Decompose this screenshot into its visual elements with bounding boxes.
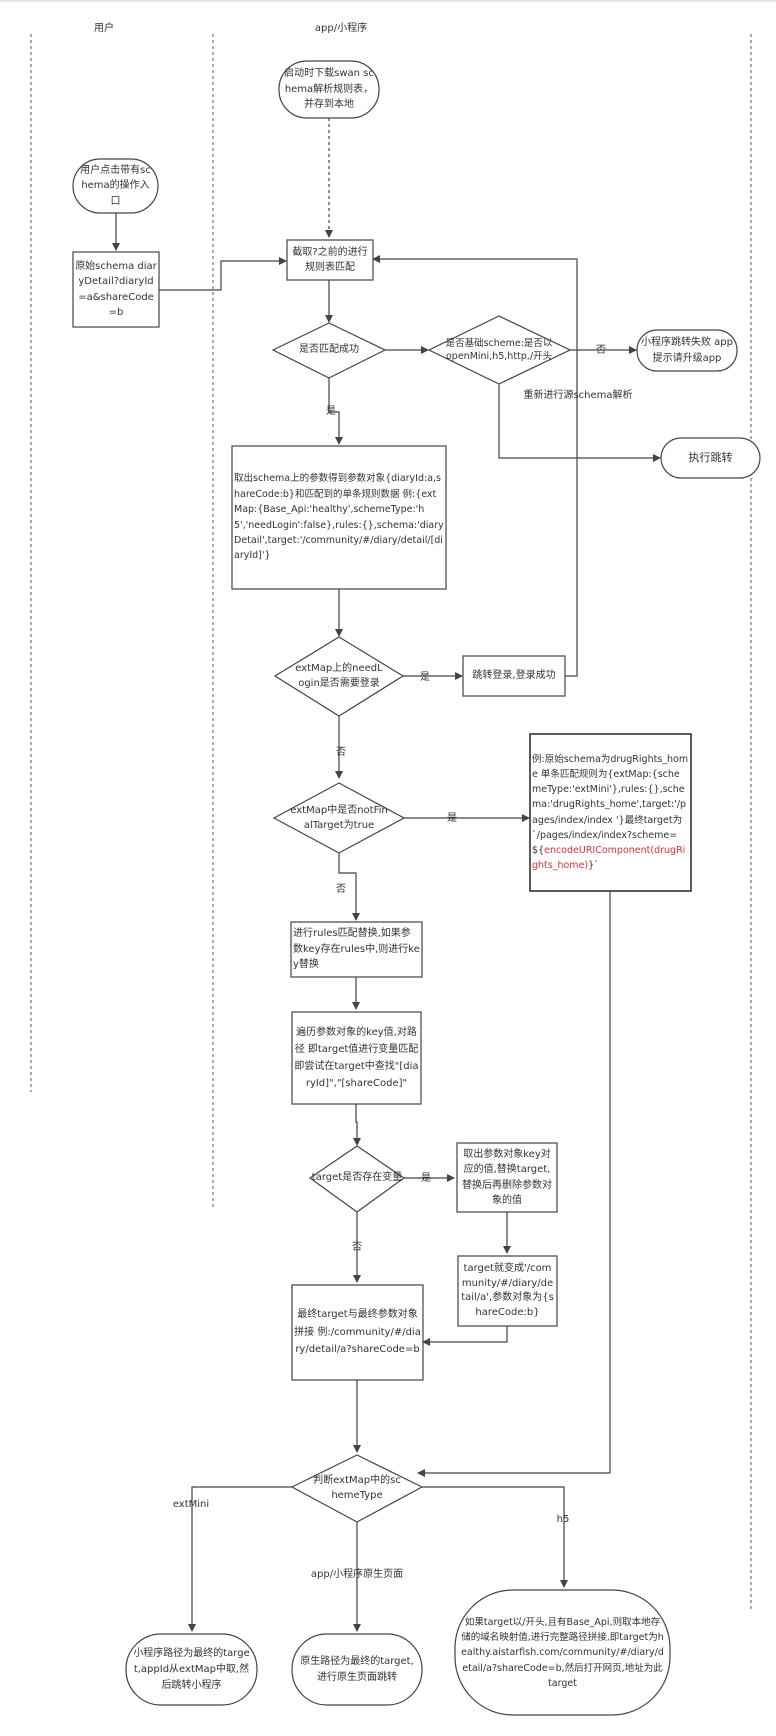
node-cut-match-shape [286,239,374,281]
node-jump-fail: 小程序跳转失败 app提示请升级app [641,337,733,364]
node-target-becomes-shape [457,1255,558,1327]
node-cut-match: 截取?之前的进行规则表匹配 [292,246,368,274]
node-exec-jump-text: 执行跳转 [688,451,733,465]
node-traverse-text: 遍历参数对象的key值,对路径 即target值进行变量匹配 即尝试在targe… [294,1027,419,1089]
node-h5-path-shape [454,1589,671,1716]
node-judge-text: 判断extMap中的schemeType [313,1474,401,1502]
edge-schema-to-match [159,257,287,291]
node-mini-path: 小程序路径为最终的target,appId从extMap中取,然后跳转小程序 [133,1647,250,1691]
node-replace-target: 取出参数对象key对应的值,替换target,替换后再删除参数对象的值 [462,1148,552,1207]
node-has-var: target是否存在变量 [311,1172,403,1184]
node-extract-shape [231,445,447,590]
node-base-scheme-shape [427,315,572,385]
node-login-jump-text: 跳转登录,登录成功 [472,670,556,682]
node-download: 启动时下载swan schema解析规则表，并存到本地 [284,68,374,111]
node-judge-shape [290,1454,424,1523]
node-not-final-target-text: extMap中是否notFinalTarget为true [290,804,388,832]
node-final-concat-shape [291,1284,424,1381]
label-yes-match: 是 [326,405,336,417]
label-no-final: 否 [336,883,346,895]
edge-final-to-rules [338,853,360,921]
node-native-path-text: 原生路径为最终的target,进行原生页面跳转 [300,1655,414,1683]
node-user-click: 用户点击带有schema的操作入口 [80,164,151,207]
edge-base-to-exec [498,384,661,462]
node-not-final-target: extMap中是否notFinalTarget为true [290,804,388,832]
label-no-login: 否 [336,746,346,758]
node-final-concat-text: 最终target与最终参数对象拼接 例:/community/#/diary/d… [294,1309,421,1356]
node-user-click-shape [72,158,159,214]
node-rules-replace: 进行rules匹配替换,如果参数key存在rules中,则进行key替换 [293,928,420,971]
node-jump-fail-shape [636,329,738,372]
node-example-highlight: encodeURIComponent(drugRights_home) [532,844,686,872]
node-h5-path-text: 如果target以/开头,且有Base_Api,则取本地存储的域名映射值,进行完… [461,1617,664,1689]
label-yes-final: 是 [447,812,457,824]
node-original-schema-text: 原始schema diaryDetail?diaryId=a&shareCode… [75,260,157,319]
label-reparse: 重新进行源schema解析 [523,388,632,401]
node-need-login-shape [273,636,405,717]
node-traverse-shape [291,1011,422,1105]
node-login-jump: 跳转登录,登录成功 [472,670,556,682]
edge-decision-to-extract [328,378,343,445]
node-jump-fail-text: 小程序跳转失败 app提示请升级app [641,337,733,364]
edge-judge-to-mini [188,1486,292,1632]
node-exec-jump-shape [660,437,761,479]
edge-traverse-to-var [353,1104,361,1146]
label-yes-var: 是 [421,1172,431,1184]
node-rules-replace-text: 进行rules匹配替换,如果参数key存在rules中,则进行key替换 [293,928,420,971]
edge-becomes-to-concat [422,1326,508,1346]
node-mini-path-shape [125,1633,258,1706]
node-exec-jump: 执行跳转 [688,451,733,465]
node-has-var-shape [308,1145,406,1213]
edge-example-to-judge [417,891,611,1477]
node-native-path: 原生路径为最终的target,进行原生页面跳转 [300,1655,414,1683]
node-match-success: 是否匹配成功 [299,344,359,356]
label-yes-login: 是 [420,671,430,683]
label-ext-mini: extMini [173,1499,209,1510]
node-extract-text: 取出schema上的参数得到参数对象{diaryId:a,shareCode:b… [234,473,444,562]
node-download-text: 启动时下载swan schema解析规则表，并存到本地 [284,68,374,111]
node-example-tail: }` [588,860,599,872]
node-h5-path: 如果target以/开头,且有Base_Api,则取本地存储的域名映射值,进行完… [461,1617,664,1689]
label-native-page: app/小程序原生页面 [311,1567,403,1580]
top-border [0,0,776,2]
label-no-var: 否 [352,1241,362,1253]
node-example: 例:原始schema为drugRights_home 单条匹配规则为{extMa… [532,753,689,872]
node-match-success-shape [271,322,387,379]
node-base-scheme: 是否基础scheme:是否以openMini,h5,http,/开头 [445,337,553,362]
node-original-schema-shape [72,251,160,328]
edge-judge-to-h5 [422,1486,568,1588]
node-target-becomes-text: target就变成'/community/#/diary/detail/a',参… [461,1263,554,1318]
node-original-schema: 原始schema diaryDetail?diaryId=a&shareCode… [75,260,157,319]
node-download-shape [278,60,380,119]
label-h5: h5 [557,1514,570,1525]
node-need-login: extMap上的needLogin是否需要登录 [295,662,383,690]
node-need-login-text: extMap上的needLogin是否需要登录 [295,662,383,690]
node-match-success-text: 是否匹配成功 [299,344,359,356]
node-traverse: 遍历参数对象的key值,对路径 即target值进行变量匹配 即尝试在targe… [294,1027,419,1089]
node-target-becomes: target就变成'/community/#/diary/detail/a',参… [461,1263,554,1318]
node-rules-replace-shape [290,921,423,978]
label-no-fail: 否 [596,344,606,356]
node-base-scheme-text: 是否基础scheme:是否以openMini,h5,http,/开头 [445,337,553,362]
edge-jump-to-match [372,255,578,677]
node-example-shape [529,733,692,892]
node-cut-match-text: 截取?之前的进行规则表匹配 [292,246,368,274]
node-extract: 取出schema上的参数得到参数对象{diaryId:a,shareCode:b… [234,473,444,562]
lane-label-user: 用户 [94,21,114,34]
node-example-text: 例:原始schema为drugRights_home 单条匹配规则为{extMa… [532,753,689,856]
node-mini-path-text: 小程序路径为最终的target,appId从extMap中取,然后跳转小程序 [133,1647,250,1691]
node-replace-target-text: 取出参数对象key对应的值,替换target,替换后再删除参数对象的值 [462,1148,552,1207]
node-native-path-shape [291,1633,423,1706]
node-judge: 判断extMap中的schemeType [313,1474,401,1502]
node-has-var-text: target是否存在变量 [311,1172,403,1184]
node-final-concat: 最终target与最终参数对象拼接 例:/community/#/diary/d… [294,1309,421,1356]
node-not-final-target-shape [272,782,406,854]
node-replace-target-shape [456,1142,558,1213]
lane-label-app: app/小程序 [315,21,367,34]
node-user-click-text: 用户点击带有schema的操作入口 [80,164,151,207]
node-login-jump-shape [462,655,566,697]
